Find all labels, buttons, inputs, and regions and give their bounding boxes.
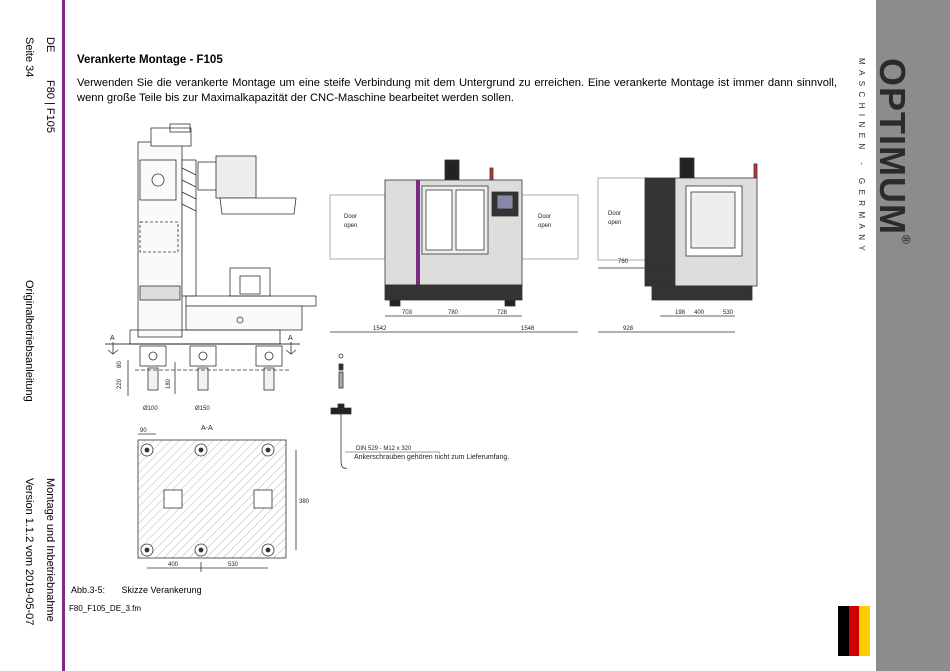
dim-530: 530: [228, 562, 239, 568]
machine-side-view-right: [597, 157, 758, 333]
foundation-plan: [137, 433, 297, 572]
side-dim-198: 198: [675, 310, 686, 316]
figure-caption: Abb.3-5: Skizze Verankerung: [71, 585, 202, 595]
dim-d150: Ø150: [195, 406, 210, 412]
dim-380: 380: [299, 499, 310, 505]
front-dim-1546: 1546: [521, 326, 535, 332]
german-flag-icon: [838, 606, 871, 656]
bolt-note: Ankerschrauben gehören nicht zum Lieferu…: [354, 454, 509, 461]
side-dim-530: 530: [723, 310, 734, 316]
figure-label: Abb.3-5:: [71, 585, 106, 595]
machine-side-view: A A: [105, 123, 317, 396]
margin-divider: [62, 0, 65, 671]
section-title: Verankerte Montage - F105: [77, 54, 223, 66]
svg-text:A: A: [110, 335, 115, 342]
svg-text:A: A: [288, 335, 293, 342]
section-a-a-title: A-A: [201, 425, 213, 432]
dim-d100: Ø100: [143, 406, 158, 412]
front-dim-1542: 1542: [373, 326, 387, 332]
side-dim-760: 760: [618, 259, 629, 265]
dim-180: 180: [166, 378, 172, 389]
dim-400: 400: [168, 562, 179, 568]
front-dim-780: 780: [448, 310, 459, 316]
bolt-spec: DIN 529 - M12 x 320: [356, 446, 412, 452]
dim-90: 90: [140, 428, 147, 434]
side-dim-928: 928: [623, 326, 634, 332]
figure-title: Skizze Verankerung: [121, 585, 202, 595]
door-open-right-line2: open: [538, 223, 551, 229]
door-open-left-line2: open: [344, 223, 357, 229]
front-dim-703: 703: [402, 310, 413, 316]
dim-220: 220: [117, 378, 123, 389]
door-open-left-line1: Door: [344, 214, 357, 220]
section-body: Verwenden Sie die verankerte Montage um …: [77, 77, 837, 104]
dim-80: 80: [117, 361, 123, 368]
source-filename: F80_F105_DE_3.fm: [69, 604, 142, 613]
side-dim-400: 400: [694, 310, 705, 316]
anchor-bolt-icon: [330, 353, 352, 469]
door-open-side-line2: open: [608, 220, 621, 226]
brand-background: [845, 0, 876, 671]
door-open-side-line1: Door: [608, 211, 621, 217]
front-dim-728: 728: [497, 310, 508, 316]
door-open-right-line1: Door: [538, 214, 551, 220]
brand-bar: [876, 0, 950, 671]
machine-front-view: [329, 159, 579, 333]
